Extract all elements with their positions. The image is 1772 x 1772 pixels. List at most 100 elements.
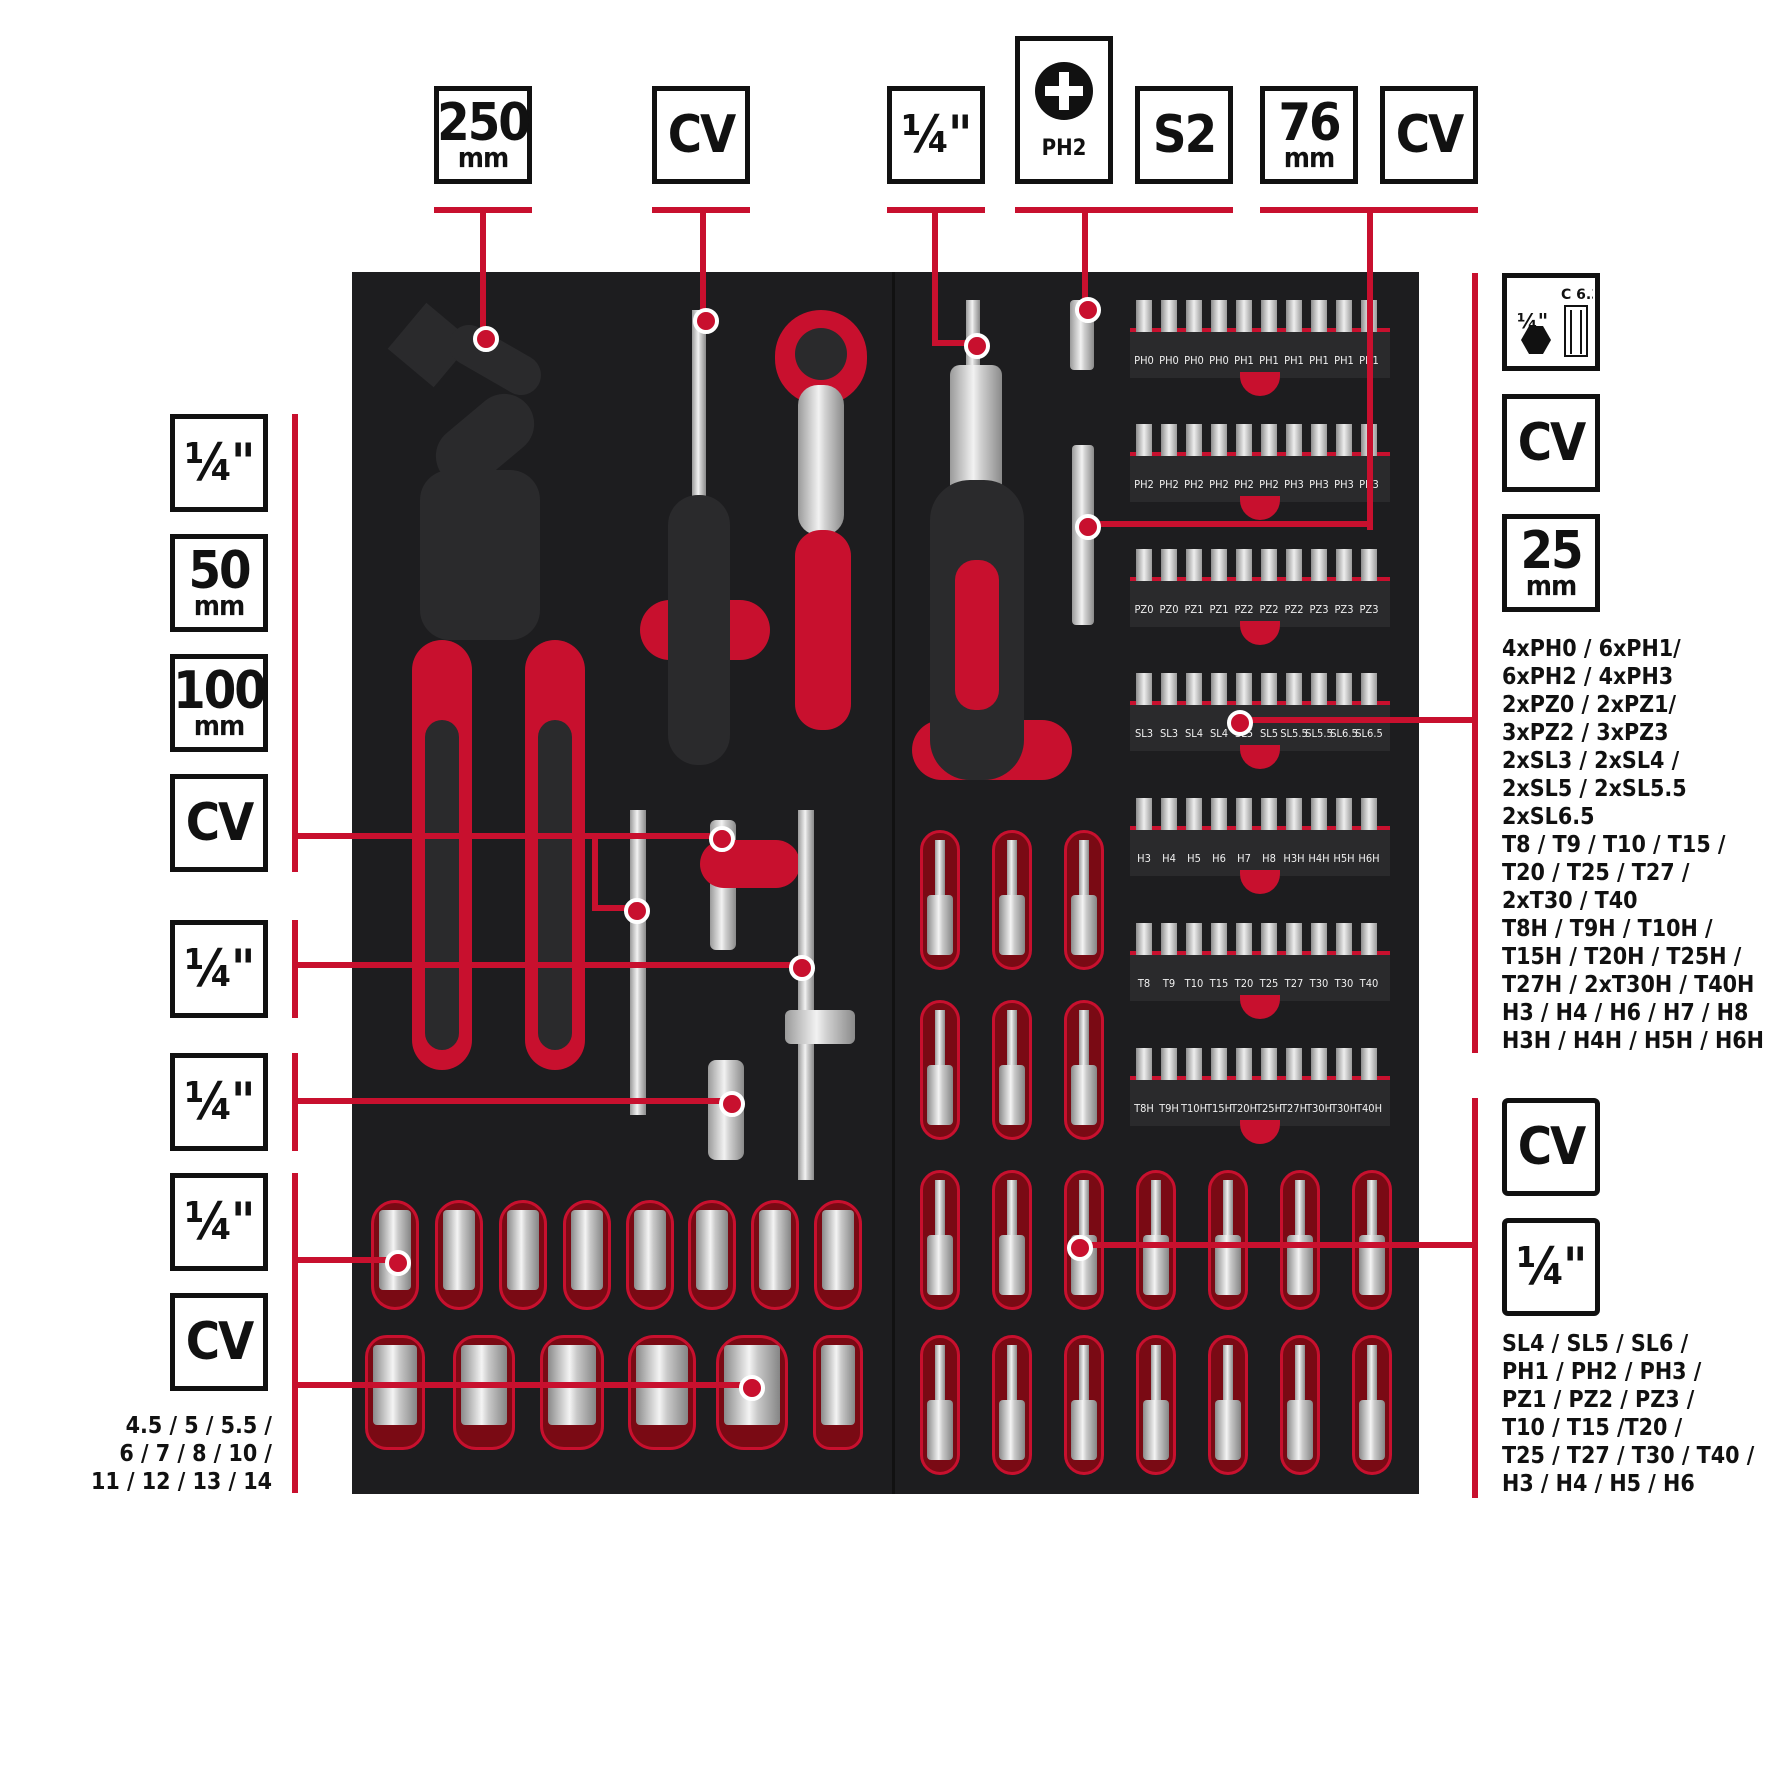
bit [1311,1048,1327,1080]
bit-socket [927,1400,953,1460]
bit-size-label: SL4 [1184,727,1204,740]
bits-list: 4xPH0 / 6xPH1/ 6xPH2 / 4xPH3 2xPZ0 / 2xP… [1502,636,1764,1054]
label-value: CV [667,105,737,165]
bit-socket [1215,1400,1241,1460]
socket-sizes-list: 4.5 / 5 / 5.5 / 6 / 7 / 8 / 10 / 11 / 12… [90,1413,272,1495]
bit [1211,549,1227,581]
bit [1286,798,1302,830]
label-value: ¼" [184,1072,256,1132]
label-unit: mm [193,709,245,742]
bit-socket [927,895,953,955]
bit [1161,300,1177,332]
bit [1286,923,1302,955]
bit [1136,1048,1152,1080]
bit-strip [1130,452,1390,502]
bit-size-label: PZ1 [1184,603,1204,616]
bit-strip [1130,701,1390,751]
bit [1286,1048,1302,1080]
label-extension-drive: ¼" [170,414,268,512]
bit-size-label: SL4 [1209,727,1229,740]
bit [1161,549,1177,581]
bit-size-label: SL5.5 [1305,727,1333,740]
bit [1236,549,1252,581]
label-value: ¼" [901,105,973,165]
label-unit: mm [193,589,245,622]
label-value: CV [185,793,255,853]
bit [1211,923,1227,955]
bit-socket-shaft [1223,1345,1233,1405]
bit-strip [1130,577,1390,627]
label-sockets-drive: ¼" [170,1173,268,1271]
svg-text:C 6.3: C 6.3 [1561,287,1593,303]
bit [1136,673,1152,705]
bit-size-label: SL3 [1159,727,1179,740]
bit-socket [1071,1065,1097,1125]
bit-size-label: T10H [1180,1102,1208,1115]
bit-size-label: T30 [1334,977,1354,990]
bit [1136,923,1152,955]
bit [1361,1048,1377,1080]
socket [634,1210,666,1290]
bit-size-label: PZ0 [1134,603,1154,616]
socket [759,1210,791,1290]
bit-sockets-list: SL4 / SL5 / SL6 / PH1 / PH2 / PH3 / PZ1 … [1502,1331,1755,1497]
hex-bit-icon: ¼" C 6.3 [1517,287,1593,357]
bit-socket-shaft [1007,1010,1017,1070]
bit [1211,300,1227,332]
bit-size-label: PH1 [1234,354,1254,367]
bit-socket-shaft [1367,1180,1377,1240]
label-bit-material: S2 [1135,86,1233,184]
label-value: CV [1395,105,1465,165]
label-bit-length: 76 mm [1260,86,1358,184]
bit-socket-shaft [1007,1180,1017,1240]
socket [443,1210,475,1290]
bit [1136,549,1152,581]
bit [1261,673,1277,705]
label-bit-head: PH2 [1015,36,1113,184]
socket [821,1345,855,1425]
bit-size-label: PH3 [1334,478,1354,491]
bit [1336,673,1352,705]
bit [1286,300,1302,332]
label-value: S2 [1152,105,1217,165]
bit [1161,1048,1177,1080]
bit-size-label: PZ3 [1334,603,1354,616]
bit-size-label: PZ2 [1234,603,1254,616]
label-unit: mm [457,141,509,174]
bit [1261,1048,1277,1080]
bit-socket [999,1235,1025,1295]
label-ratchet-drive: ¼" [887,86,985,184]
bit-size-label: T10 [1184,977,1204,990]
bit [1361,673,1377,705]
bit-size-label: PH2 [1159,478,1179,491]
bit-size-label: T30H [1305,1102,1333,1115]
label-extension-material: CV [170,774,268,872]
bit-size-label: PH0 [1159,354,1179,367]
bit [1161,424,1177,456]
bit-size-label: T9 [1162,977,1176,990]
bit-size-label: PH2 [1184,478,1204,491]
bit [1336,549,1352,581]
label-value: ¼" [184,939,256,999]
bit-socket [999,1065,1025,1125]
bit-size-label: T8 [1137,977,1151,990]
bit-size-label: T40H [1355,1102,1383,1115]
label-text: PH2 [1041,136,1087,161]
label-bit-holder-material: CV [1380,86,1478,184]
bit-socket-shaft [1007,1345,1017,1405]
bit-size-label: T15 [1209,977,1229,990]
label-bit-drive-icon: ¼" C 6.3 [1502,273,1600,371]
bit-size-label: T20 [1234,977,1254,990]
bit-size-label: T9H [1159,1102,1179,1115]
bit [1136,424,1152,456]
label-extension-short: 50 mm [170,534,268,632]
bit-size-label: PH1 [1259,354,1279,367]
bit-size-label: PH2 [1234,478,1254,491]
label-value: CV [1517,1117,1587,1177]
label-bit-sockets-drive: ¼" [1502,1218,1600,1316]
bit [1286,673,1302,705]
bit-size-label: H4H [1308,852,1330,865]
bit-size-label: PZ2 [1284,603,1304,616]
bit-socket [927,1065,953,1125]
bit [1311,673,1327,705]
